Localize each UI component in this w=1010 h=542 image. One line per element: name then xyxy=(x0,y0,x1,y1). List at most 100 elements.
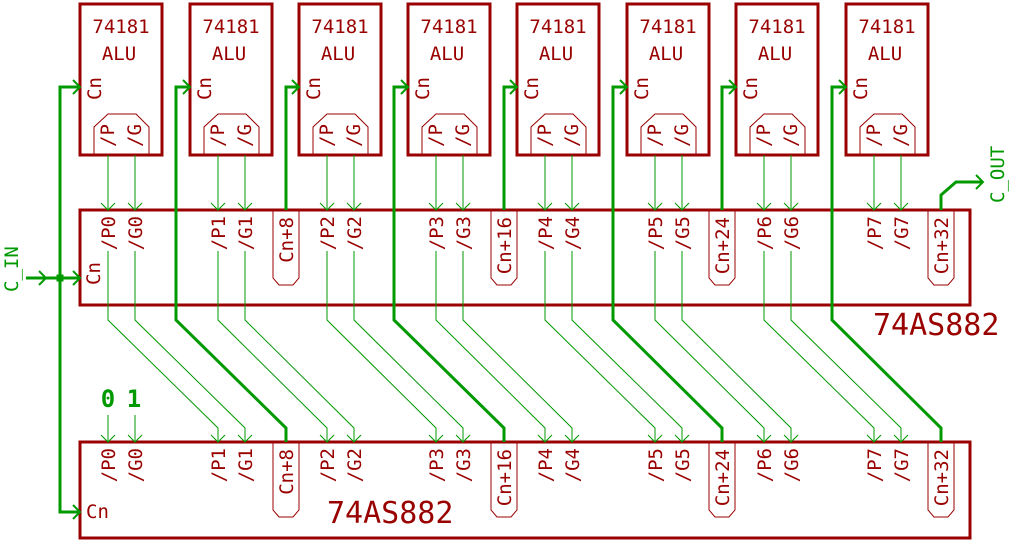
alu-pin-g-label: /G xyxy=(890,124,912,147)
alu-part-number: 74181 xyxy=(748,16,805,38)
net-top-carry-3-to-alu-7 xyxy=(720,85,736,210)
arrow-down-icon xyxy=(537,202,553,211)
carry-out-pin-frame xyxy=(272,210,300,286)
alu-pg-pin-group xyxy=(93,113,150,155)
arrow-right-icon xyxy=(72,79,82,95)
alu-pin-cn-label: Cn xyxy=(850,77,872,100)
lookahead-chip-top: /P0/G0/P1/G1/P2/G2/P3/G3/P4/G4/P5/G5/P6/… xyxy=(78,208,999,343)
arrow-down-icon xyxy=(647,434,663,443)
carry-out-label-3: Cn+24 xyxy=(712,449,734,506)
alu-name: ALU xyxy=(758,43,792,65)
pin-label-p0: /P0 xyxy=(98,448,120,482)
arrow-down-icon xyxy=(319,202,335,211)
arrow-down-icon xyxy=(893,434,909,443)
carry-out-label-4: Cn+32 xyxy=(931,449,953,506)
alu-body xyxy=(406,2,492,157)
pin-label-g1: /G1 xyxy=(235,448,257,482)
pin-label-p6: /P6 xyxy=(754,448,776,482)
net-bottom-carry-2-to-alu-4 xyxy=(392,85,506,442)
carry-out-pin-frame xyxy=(490,210,518,286)
alu-pin-g-label: /G xyxy=(452,124,474,147)
alu-pin-p-label: /P xyxy=(863,124,885,147)
alu-pin-g-label: /G xyxy=(124,124,146,147)
arrow-down-icon xyxy=(537,434,553,443)
arrow-right-icon xyxy=(975,174,985,190)
pin-label-g0: /G0 xyxy=(125,216,147,250)
arrow-down-icon xyxy=(210,202,226,211)
net-p5-to-p6 xyxy=(654,251,765,442)
alu-name: ALU xyxy=(102,43,136,65)
constant-g0-label: 1 xyxy=(127,385,141,413)
net-p3-to-p4 xyxy=(435,251,546,442)
alu-pin-cn-label: Cn xyxy=(740,77,762,100)
net-p2-to-p3 xyxy=(326,251,437,442)
net-g3-to-g4 xyxy=(462,251,573,442)
arrow-down-icon xyxy=(783,202,799,211)
carry-out-pin-frame xyxy=(927,442,955,518)
arrow-down-icon xyxy=(647,202,663,211)
arrow-down-icon xyxy=(564,202,580,211)
pin-label-p6: /P6 xyxy=(754,216,776,250)
arrow-down-icon xyxy=(893,202,909,211)
alu-body xyxy=(297,2,383,157)
alu-body xyxy=(844,2,930,157)
arrow-right-icon xyxy=(182,79,192,95)
arrow-down-icon xyxy=(564,434,580,443)
pin-label-g5: /G5 xyxy=(672,448,694,482)
alu-pin-p-label: /P xyxy=(644,124,666,147)
net-g2-to-g3 xyxy=(353,251,464,442)
pin-label-g2: /G2 xyxy=(344,216,366,250)
alu-part-number: 74181 xyxy=(420,16,477,38)
pin-label-g1: /G1 xyxy=(235,216,257,250)
carry-out-label: C_OUT xyxy=(987,146,1009,203)
alu-pin-cn-label: Cn xyxy=(412,77,434,100)
pin-label-g4: /G4 xyxy=(562,448,584,482)
pin-label-p0: /P0 xyxy=(98,216,120,250)
chip-part-number: 74AS882 xyxy=(873,308,999,343)
arrow-down-icon xyxy=(783,434,799,443)
alu-pin-cn-label: Cn xyxy=(194,77,216,100)
alu-pg-pin-group xyxy=(203,113,260,155)
alu-pin-p-label: /P xyxy=(425,124,447,147)
alu-pg-pin-group xyxy=(859,113,916,155)
arrow-down-icon xyxy=(674,202,690,211)
alu-part-number: 74181 xyxy=(92,16,149,38)
chip-pin-cn-label: Cn xyxy=(86,501,109,523)
arrow-right-icon xyxy=(38,270,48,286)
pin-label-p5: /P5 xyxy=(645,448,667,482)
alu-pin-g-label: /G xyxy=(234,124,256,147)
net-g4-to-g5 xyxy=(571,251,683,442)
arrow-down-icon xyxy=(455,202,471,211)
alu-part-number: 74181 xyxy=(639,16,696,38)
arrow-down-icon xyxy=(428,202,444,211)
net-carry-out xyxy=(939,180,983,210)
arrow-right-icon xyxy=(400,79,410,95)
pin-label-g6: /G6 xyxy=(781,216,803,250)
alu-pin-g-label: /G xyxy=(780,124,802,147)
carry-out-label-2: Cn+16 xyxy=(494,449,516,506)
pin-label-p5: /P5 xyxy=(645,216,667,250)
pin-label-g0: /G0 xyxy=(125,448,147,482)
alu-part-number: 74181 xyxy=(202,16,259,38)
net-g1-to-g2 xyxy=(244,251,355,442)
net-bottom-carry-3-to-alu-6 xyxy=(611,85,724,442)
alu-pg-pin-group xyxy=(640,113,697,155)
arrow-down-icon xyxy=(428,434,444,443)
arrow-right-icon xyxy=(619,79,629,95)
arrow-right-icon xyxy=(728,79,738,95)
pin-label-p7: /P7 xyxy=(864,216,886,250)
carry-out-label-4: Cn+32 xyxy=(931,217,953,274)
pin-label-p7: /P7 xyxy=(864,448,886,482)
arrow-down-icon xyxy=(346,434,362,443)
chip-part-number: 74AS882 xyxy=(327,496,453,531)
alu-body xyxy=(188,2,274,157)
alu-row: 74181ALUCn/P/G74181ALUCn/P/G74181ALUCn/P… xyxy=(78,2,930,157)
alu-pg-pin-group xyxy=(312,113,369,155)
pin-label-p3: /P3 xyxy=(426,216,448,250)
alu-name: ALU xyxy=(649,43,683,65)
alu-part-number: 74181 xyxy=(858,16,915,38)
carry-nets: C_INC_OUT xyxy=(1,79,1009,520)
pin-label-p1: /P1 xyxy=(208,216,230,250)
